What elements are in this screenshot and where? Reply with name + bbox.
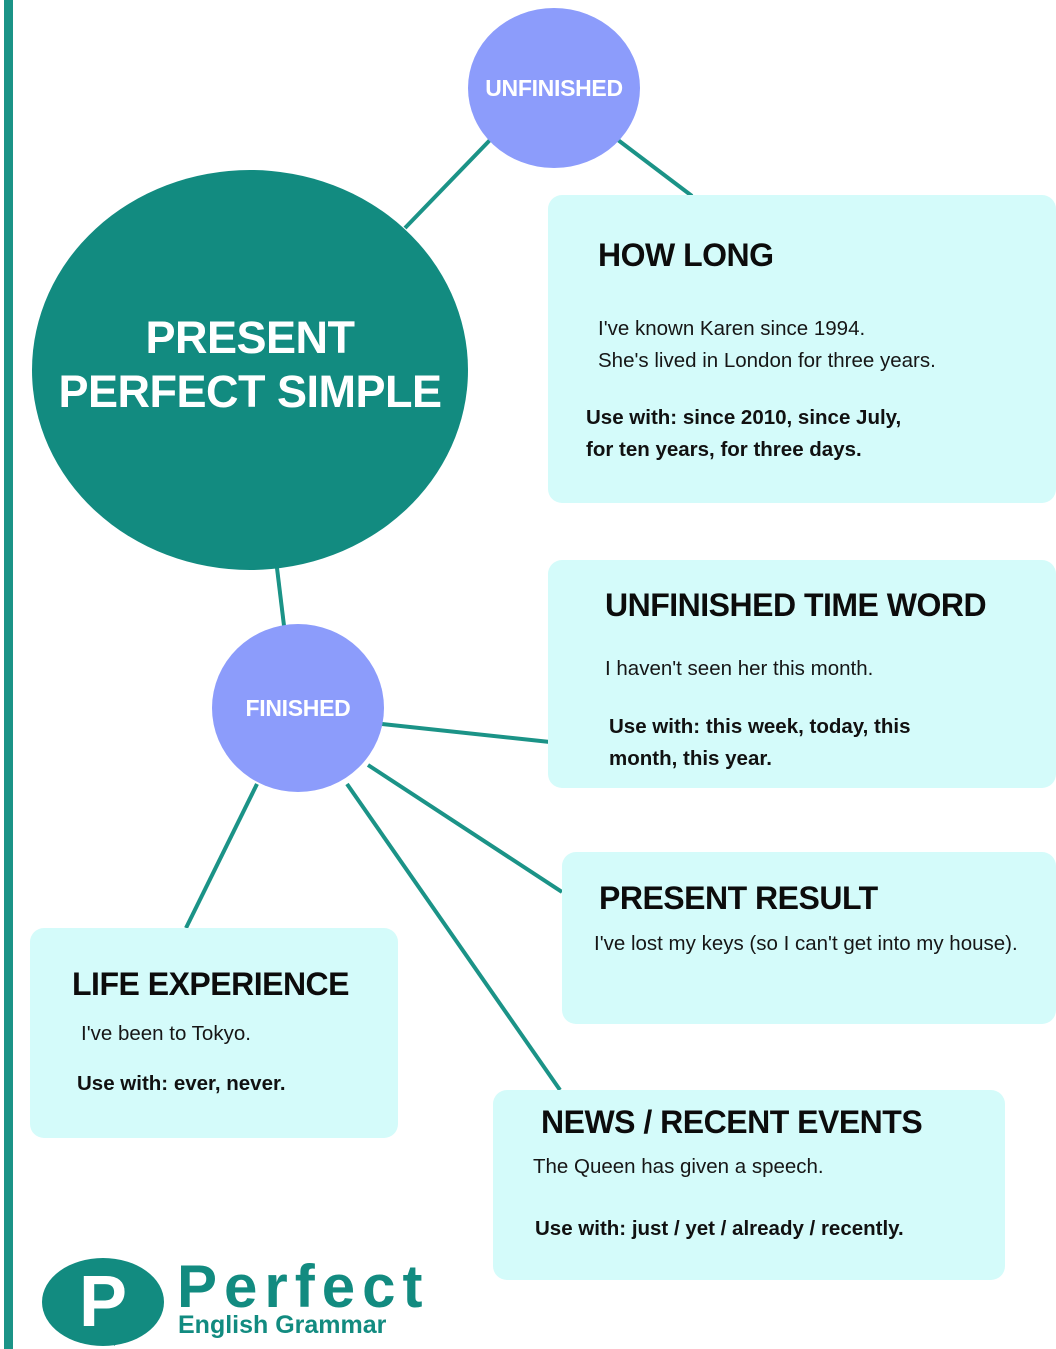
example-line: I've lost my keys (so I can't get into m… bbox=[594, 932, 1018, 955]
center-title: PRESENT PERFECT SIMPLE bbox=[58, 311, 442, 419]
connector-finished-unfinished-time bbox=[381, 722, 551, 744]
center-title-line1: PRESENT bbox=[145, 312, 355, 363]
connector-unfinished-how-long bbox=[616, 138, 694, 198]
card-title: HOW LONG bbox=[598, 237, 774, 273]
logo-subtitle: English Grammar bbox=[178, 1311, 387, 1339]
connector-center-finished bbox=[275, 567, 287, 635]
finished-node-label: FINISHED bbox=[245, 694, 351, 721]
logo-wordmark: Perfect bbox=[177, 1253, 430, 1320]
example-line: I haven't seen her this month. bbox=[605, 657, 874, 680]
use-with-text: Use with: this week, today, this month, … bbox=[609, 711, 910, 775]
use-with-line: Use with: this week, today, this bbox=[609, 715, 911, 738]
unfinished-node: UNFINISHED bbox=[468, 8, 640, 168]
news-recent-events-card: NEWS / RECENT EVENTS The Queen has given… bbox=[493, 1090, 1005, 1280]
present-result-card: PRESENT RESULT I've lost my keys (so I c… bbox=[562, 852, 1056, 1024]
use-with-text: Use with: just / yet / already / recentl… bbox=[535, 1217, 904, 1240]
finished-node: FINISHED bbox=[212, 624, 384, 792]
connector-finished-life-experience bbox=[184, 783, 259, 929]
use-with-line: month, this year. bbox=[609, 747, 772, 770]
life-experience-card: LIFE EXPERIENCE I've been to Tokyo. Use … bbox=[30, 928, 398, 1138]
perfect-english-grammar-logo: P Perfect English Grammar bbox=[42, 1253, 462, 1349]
example-line: The Queen has given a speech. bbox=[533, 1155, 824, 1178]
center-title-line2: PERFECT SIMPLE bbox=[58, 366, 442, 417]
connector-finished-news bbox=[345, 782, 562, 1092]
card-title: UNFINISHED TIME WORD bbox=[605, 587, 987, 623]
example-line: I've known Karen since 1994. bbox=[598, 317, 866, 340]
example-line: I've been to Tokyo. bbox=[81, 1022, 251, 1045]
use-with-line: for ten years, for three days. bbox=[586, 438, 862, 461]
how-long-card: HOW LONG I've known Karen since 1994. Sh… bbox=[548, 195, 1056, 503]
card-title: NEWS / RECENT EVENTS bbox=[541, 1104, 923, 1140]
card-examples: I've known Karen since 1994. She's lived… bbox=[598, 313, 936, 377]
unfinished-node-label: UNFINISHED bbox=[485, 74, 623, 101]
example-line: She's lived in London for three years. bbox=[598, 349, 936, 372]
left-accent-bar bbox=[0, 0, 18, 1349]
logo-p-bubble-icon: P bbox=[42, 1258, 164, 1346]
use-with-text: Use with: ever, never. bbox=[77, 1072, 286, 1095]
use-with-line: Use with: since 2010, since July, bbox=[586, 406, 902, 429]
unfinished-time-word-card: UNFINISHED TIME WORD I haven't seen her … bbox=[548, 560, 1056, 788]
connector-finished-present-result bbox=[366, 763, 564, 894]
card-title: LIFE EXPERIENCE bbox=[72, 966, 350, 1002]
connector-center-unfinished bbox=[403, 138, 492, 230]
present-perfect-simple-circle: PRESENT PERFECT SIMPLE bbox=[32, 170, 468, 570]
use-with-text: Use with: since 2010, since July, for te… bbox=[586, 402, 901, 466]
card-title: PRESENT RESULT bbox=[599, 880, 878, 916]
